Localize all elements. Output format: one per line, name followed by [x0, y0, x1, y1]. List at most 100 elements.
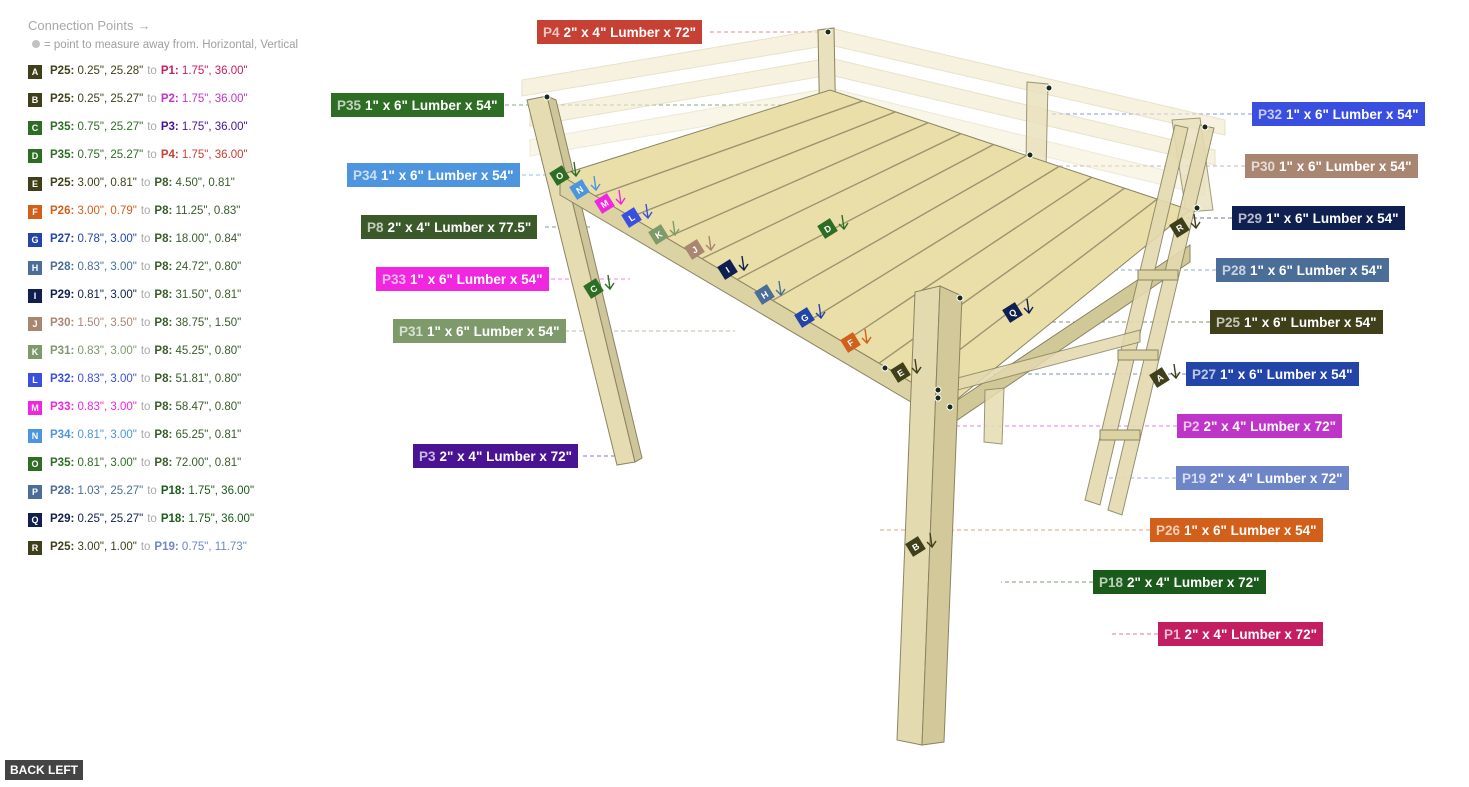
- part-desc: 2" x 4" Lumber x 72": [1184, 626, 1318, 642]
- back-left-button[interactable]: BACK LEFT: [5, 760, 83, 780]
- part-desc: 1" x 6" Lumber x 54": [410, 271, 543, 287]
- to-part: P3: 1.75", 36.00": [160, 121, 248, 133]
- part-desc: 2" x 4" Lumber x 72": [563, 24, 697, 40]
- connector-word: to: [140, 233, 151, 245]
- connection-point-dot: [956, 294, 964, 302]
- part-desc: 1" x 6" Lumber x 54": [1184, 522, 1317, 538]
- part-desc: 2" x 4" Lumber x 77.5": [387, 219, 532, 235]
- slat-gap: [807, 165, 1060, 322]
- connector-word: to: [140, 541, 151, 553]
- part-id: P4: [543, 24, 560, 40]
- connector-word: to: [147, 513, 157, 525]
- connection-badge: R: [28, 541, 42, 555]
- post-p2: [983, 387, 1005, 445]
- connection-point-dot: [881, 364, 889, 372]
- from-part: P30: 1.50", 3.50": [50, 317, 137, 329]
- part-desc: 1" x 6" Lumber x 54": [381, 167, 514, 183]
- direction-arrow-icon: [738, 255, 749, 272]
- from-part: P33: 0.83", 3.00": [50, 401, 137, 413]
- legend-note: = point to measure away from. Horizontal…: [28, 39, 328, 51]
- part-id: P29: [1238, 210, 1263, 226]
- direction-arrows: [570, 161, 1201, 549]
- part-id: P30: [1251, 158, 1276, 174]
- connection-badge: C: [28, 121, 42, 135]
- direction-arrow-icon: [1190, 213, 1201, 230]
- to-part: P8: 65.25", 0.81": [154, 429, 242, 441]
- to-part: P19: 0.75", 11.73": [154, 541, 247, 553]
- part-desc: 1" x 6" Lumber x 54": [1286, 106, 1419, 122]
- ladder-rung: [1099, 429, 1141, 441]
- point-dot-icon: [32, 40, 40, 48]
- connection-badge: P: [28, 485, 42, 499]
- connection-badge: M: [28, 401, 42, 415]
- direction-arrow-icon: [1170, 363, 1181, 380]
- from-part: P31: 0.83", 3.00": [50, 345, 137, 357]
- part-id: P25: [1216, 314, 1241, 330]
- legend-title-text: Connection Points: [28, 18, 134, 33]
- connection-point-dot: [1193, 204, 1201, 212]
- connector-word: to: [147, 121, 157, 133]
- to-part: P2: 1.75", 36.00": [160, 93, 248, 105]
- connection-badge: H: [28, 261, 42, 275]
- part-id: P1: [1164, 626, 1181, 642]
- part-desc: 1" x 6" Lumber x 54": [1244, 314, 1377, 330]
- part-id: P28: [1222, 262, 1247, 278]
- part-id: P8: [367, 219, 384, 235]
- direction-arrow-icon: [775, 280, 786, 297]
- connector-word: to: [147, 485, 157, 497]
- connector-word: to: [140, 373, 151, 385]
- connection-point-dot: [543, 93, 551, 101]
- slat-gap: [701, 133, 962, 260]
- from-part: P34: 0.81", 3.00": [50, 429, 137, 441]
- ladder-rung: [1117, 349, 1159, 361]
- to-part: P8: 24.72", 0.80": [154, 261, 242, 273]
- connection-point-dot: [1045, 84, 1053, 92]
- connection-badge: D: [28, 149, 42, 163]
- connector-word: to: [140, 457, 151, 469]
- connector-word: to: [147, 149, 157, 161]
- ladder: [1084, 124, 1215, 516]
- part-desc: 2" x 4" Lumber x 72": [439, 448, 573, 464]
- from-part: P27: 0.78", 3.00": [50, 233, 137, 245]
- connection-badge: K: [28, 345, 42, 359]
- to-part: P8: 18.00", 0.84": [154, 233, 242, 245]
- part-id: P35: [337, 97, 362, 113]
- connector-word: to: [140, 401, 151, 413]
- part-id: P27: [1192, 366, 1217, 382]
- connection-points-legend: Connection Points→ = point to measure aw…: [28, 18, 328, 569]
- connector-word: to: [140, 345, 151, 357]
- to-part: P8: 38.75", 1.50": [154, 317, 242, 329]
- part-desc: 1" x 6" Lumber x 54": [1266, 210, 1399, 226]
- connection-badge: I: [28, 289, 42, 303]
- connector-word: to: [140, 261, 151, 273]
- connector-word: to: [140, 317, 151, 329]
